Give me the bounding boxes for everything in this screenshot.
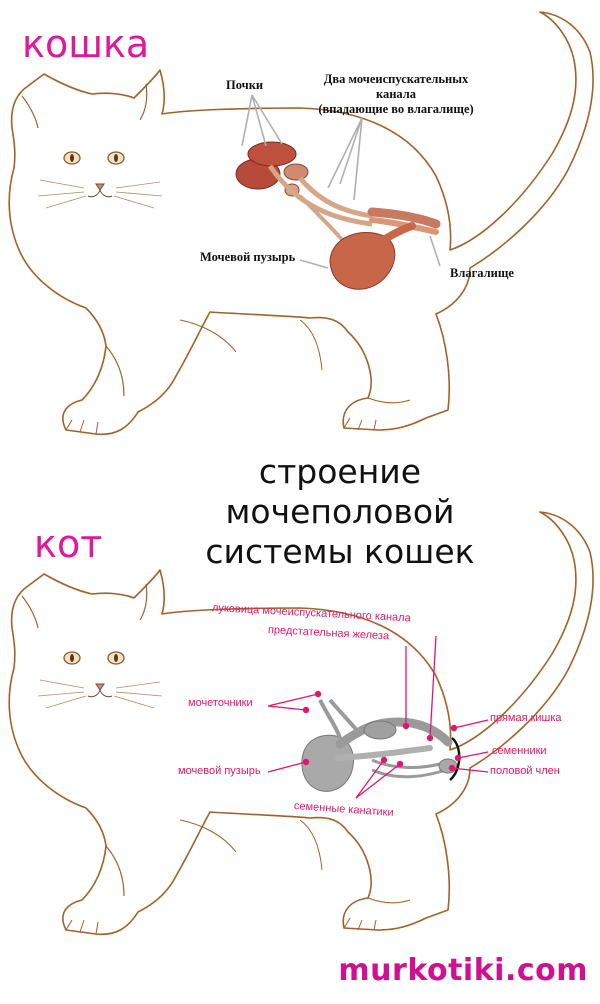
label-female-bladder: Мочевой пузырь bbox=[200, 250, 296, 264]
label-ureters: Два мочеиспускательных канала (впадающие… bbox=[306, 72, 486, 117]
main-title: строение мочеполовой системы кошек bbox=[175, 452, 505, 572]
label-kidneys: Почки bbox=[226, 78, 264, 92]
label-rectum: прямая кишка bbox=[490, 712, 562, 724]
female-pointers bbox=[241, 94, 441, 269]
label-ureters-line-2: канала bbox=[375, 87, 417, 101]
female-cat-outline bbox=[8, 11, 594, 436]
male-header: кот bbox=[34, 522, 103, 566]
label-male-ureters: мочеточники bbox=[188, 697, 253, 709]
label-ureters-line-1: Два мочеиспускательных bbox=[323, 72, 469, 86]
male-pointers bbox=[267, 635, 489, 799]
title-line-3: системы кошек bbox=[205, 532, 475, 571]
label-testes: семенники bbox=[492, 745, 547, 757]
watermark: murkotiki.com bbox=[338, 953, 588, 988]
label-penis: половой член bbox=[490, 765, 560, 777]
female-organs bbox=[235, 141, 441, 290]
label-ureters-line-3: (впадающие во влагалище) bbox=[318, 102, 474, 116]
female-header: кошка bbox=[22, 22, 150, 66]
title-line-2: мочеполовой bbox=[225, 492, 455, 531]
title-line-1: строение bbox=[258, 452, 422, 491]
label-vagina: Влагалище bbox=[450, 266, 514, 280]
male-pointer-dots bbox=[302, 690, 462, 772]
label-male-bladder: мочевой пузырь bbox=[178, 765, 261, 777]
